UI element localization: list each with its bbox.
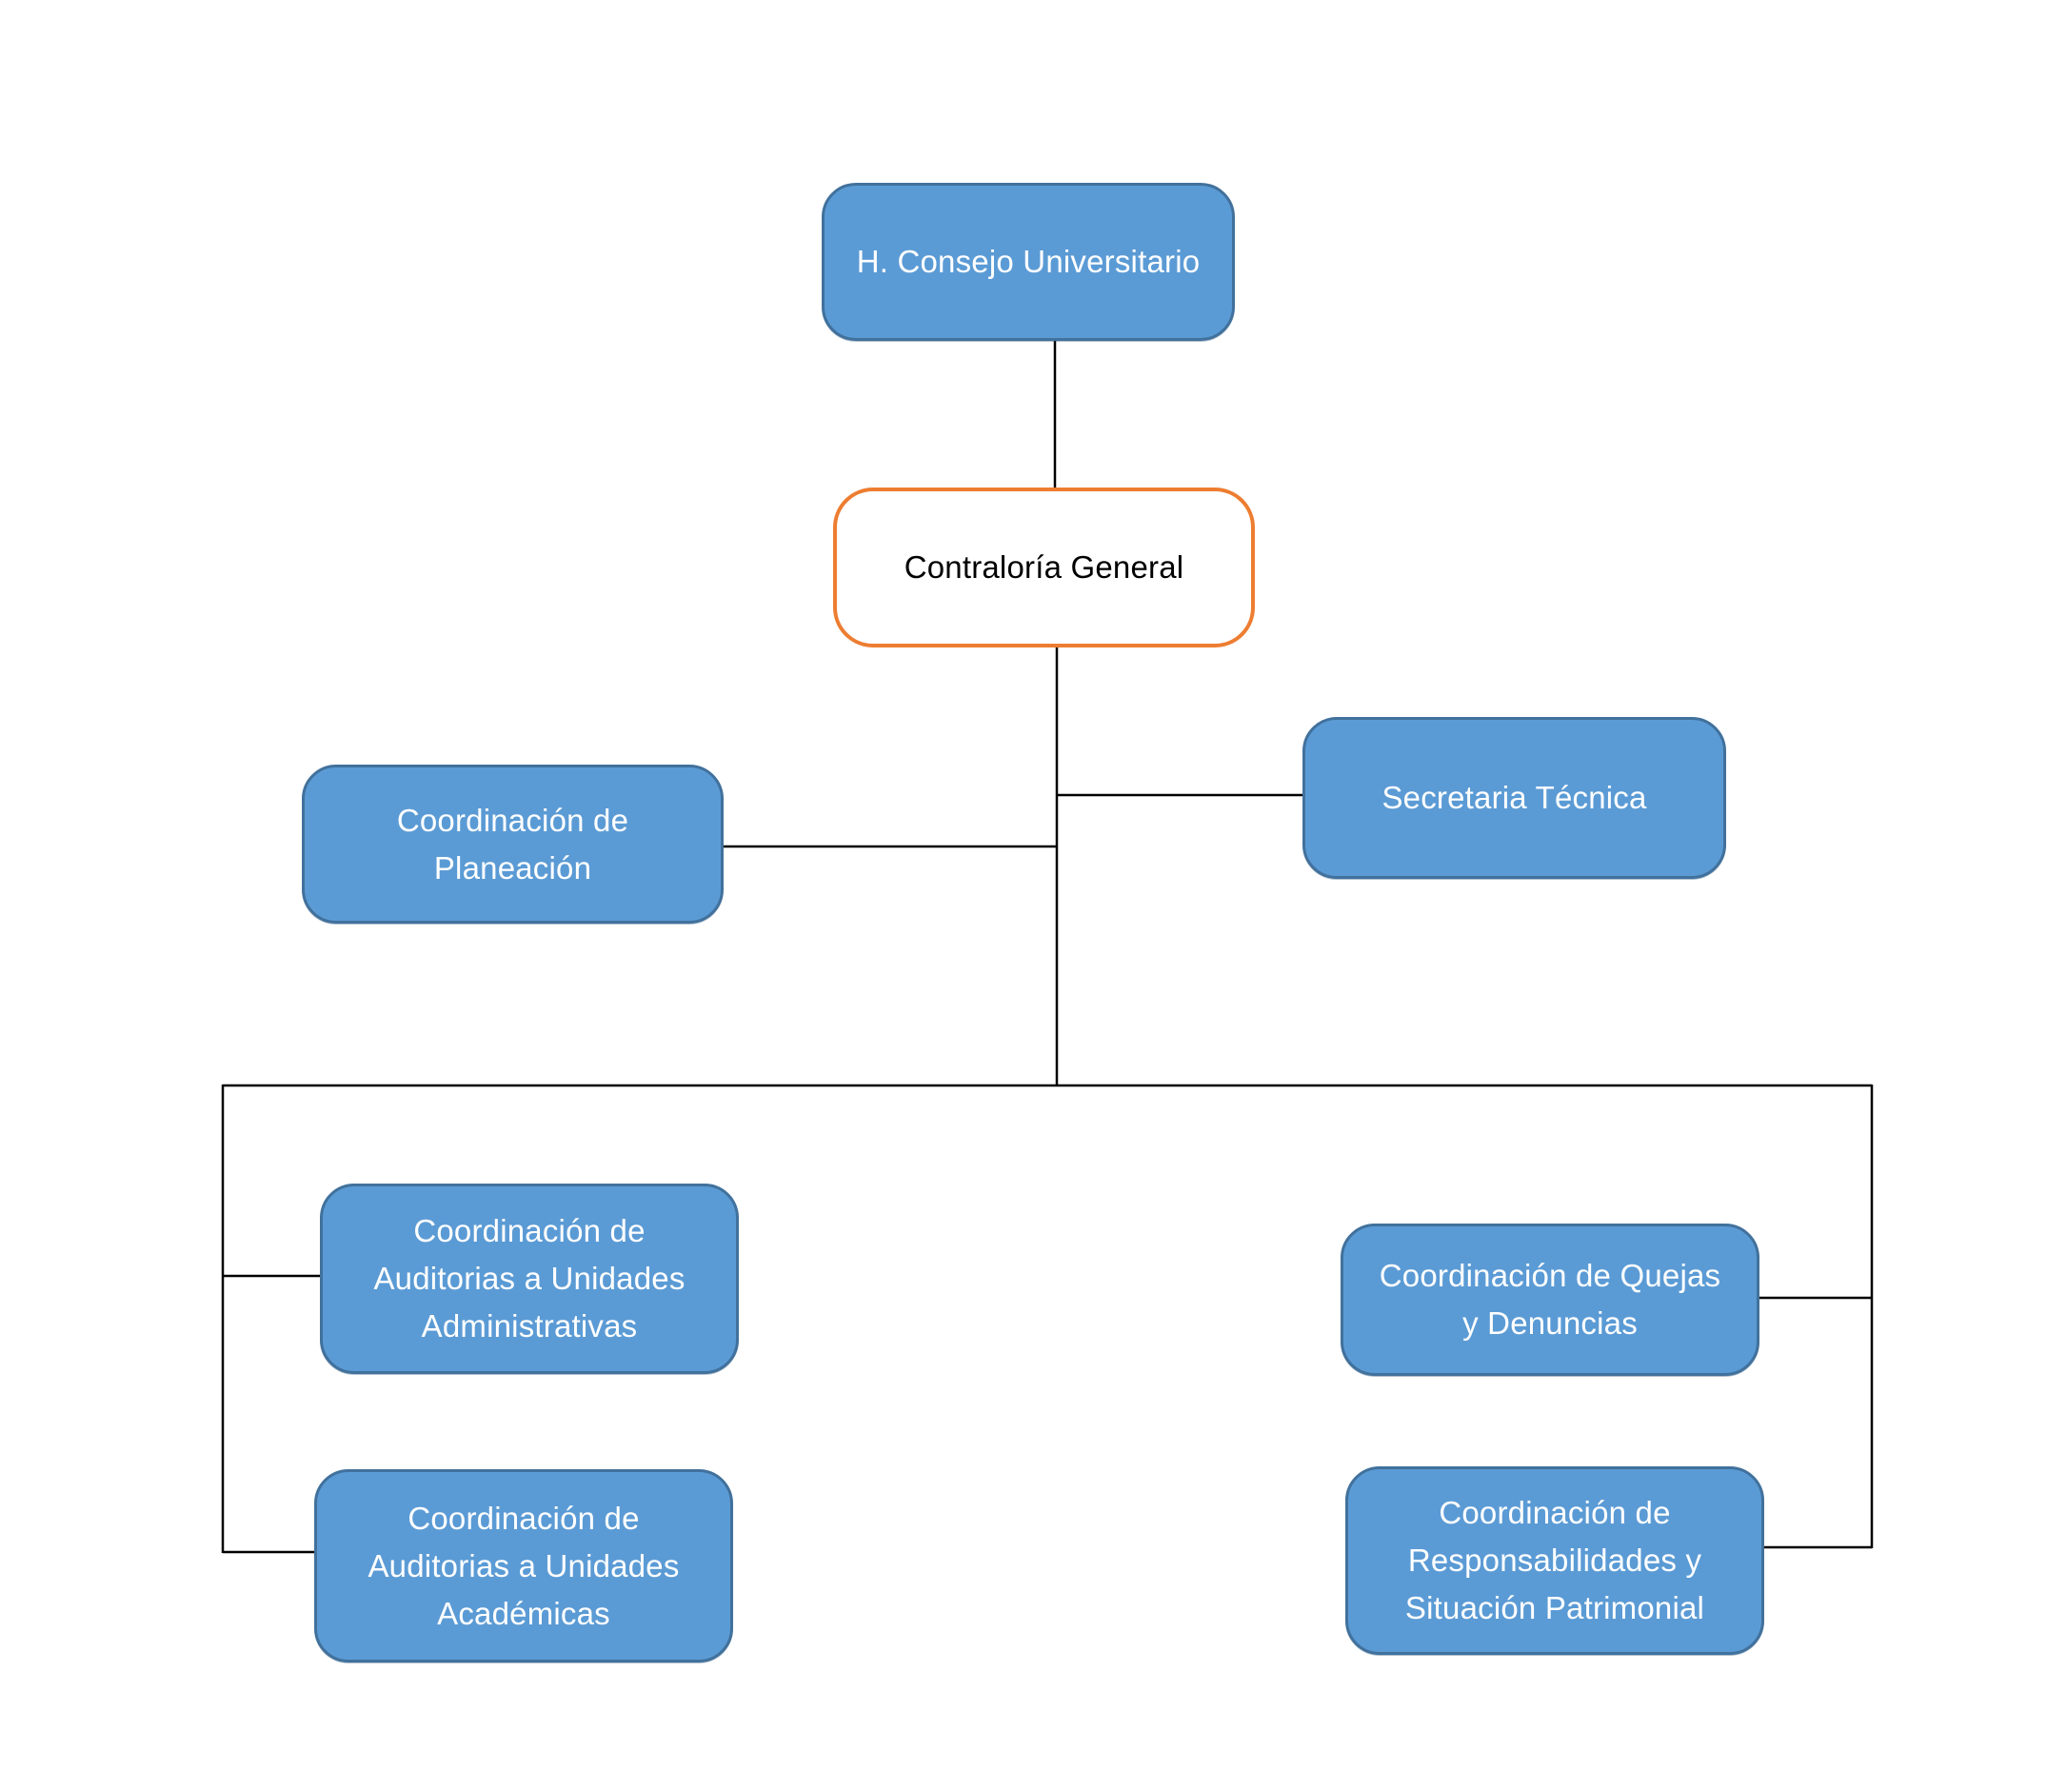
node-auditorias-unidades-academicas-label: Coordinación de Auditorias a Unidades Ac…	[368, 1500, 680, 1631]
node-secretaria-tecnica-label: Secretaria Técnica	[1381, 780, 1647, 815]
node-responsabilidades-situacion-patrimonial: Coordinación de Responsabilidades y Situ…	[1345, 1466, 1764, 1655]
node-quejas-denuncias: Coordinación de Quejas y Denuncias	[1341, 1224, 1759, 1376]
node-responsabilidades-situacion-patrimonial-label: Coordinación de Responsabilidades y Situ…	[1404, 1495, 1705, 1625]
node-coordinacion-planeacion: Coordinación de Planeación	[302, 765, 724, 924]
node-contraloria-general-label: Contraloría General	[904, 549, 1184, 585]
node-auditorias-unidades-administrativas-label: Coordinación de Auditorias a Unidades Ad…	[373, 1213, 686, 1344]
node-consejo-universitario: H. Consejo Universitario	[822, 183, 1235, 341]
node-auditorias-unidades-administrativas: Coordinación de Auditorias a Unidades Ad…	[320, 1184, 739, 1374]
node-contraloria-general: Contraloría General	[833, 488, 1255, 647]
node-auditorias-unidades-academicas: Coordinación de Auditorias a Unidades Ac…	[314, 1469, 733, 1663]
node-consejo-universitario-label: H. Consejo Universitario	[856, 244, 1201, 279]
node-coordinacion-planeacion-label: Coordinación de Planeación	[396, 802, 629, 886]
node-secretaria-tecnica: Secretaria Técnica	[1302, 717, 1726, 879]
node-quejas-denuncias-label: Coordinación de Quejas y Denuncias	[1379, 1258, 1721, 1341]
